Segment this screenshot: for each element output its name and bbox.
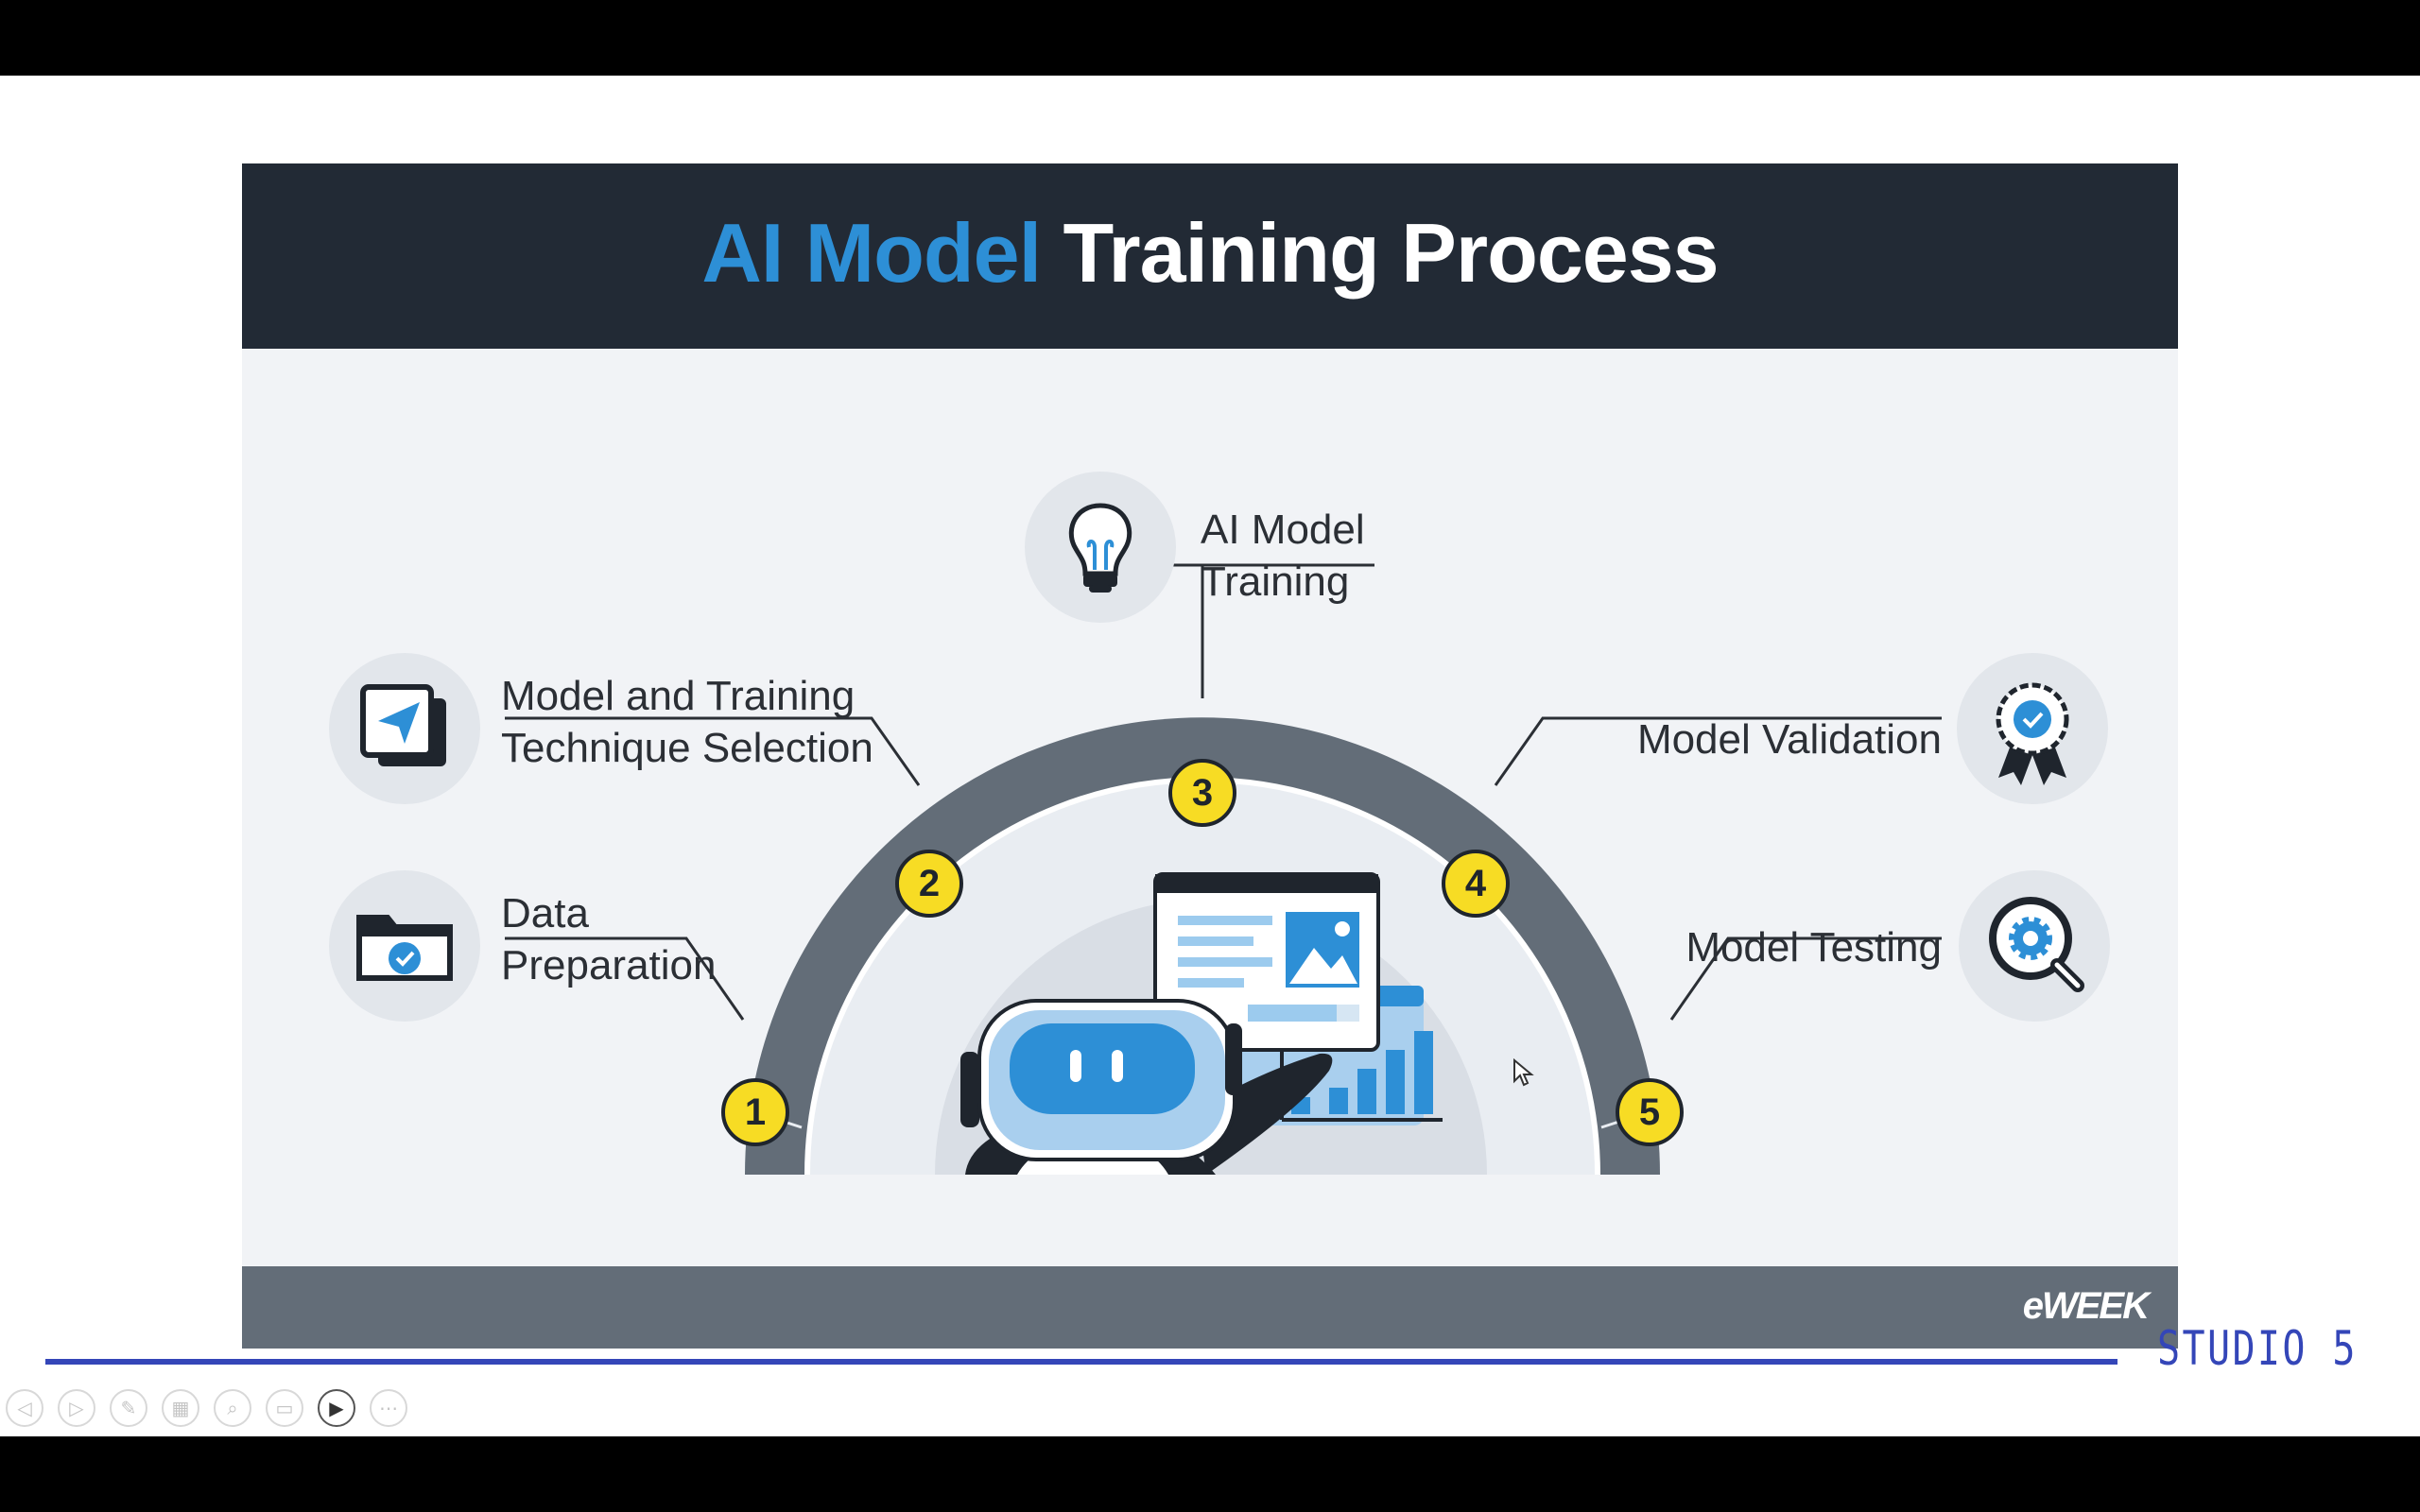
process-diagram: [505, 563, 1942, 1176]
award-badge-icon: [1957, 653, 2108, 804]
infographic-title: AI Model Training Process: [242, 201, 2178, 305]
chart-bars-icon: [1291, 1031, 1433, 1114]
eweek-logo: eWEEK: [2022, 1285, 2150, 1327]
infographic-header: AI Model Training Process: [242, 163, 2178, 349]
step-3-label-line2: Training: [1201, 558, 1350, 605]
send-cursor-icon: [329, 653, 480, 804]
connector-2: [505, 716, 921, 786]
step-5-label: Model Testing: [1685, 921, 1942, 973]
next-slide-button[interactable]: ▷: [58, 1389, 95, 1427]
previous-slide-button[interactable]: ◁: [6, 1389, 43, 1427]
lightbulb-icon: [1025, 472, 1176, 623]
pen-tool-button[interactable]: ✎: [110, 1389, 147, 1427]
step-1-label-line2: Preparation: [501, 942, 717, 988]
studio-branding: STUDIO 5: [2157, 1321, 2358, 1376]
step-1-label-line1: Data: [501, 890, 589, 936]
title-accent: AI Model: [701, 206, 1042, 300]
mouse-pointer-icon: [1513, 1058, 1534, 1087]
camera-button[interactable]: ▶: [318, 1389, 355, 1427]
zoom-button[interactable]: ⌕: [214, 1389, 251, 1427]
infographic-footer: eWEEK: [242, 1266, 2178, 1349]
robot-visor: [1010, 1023, 1195, 1114]
slide-canvas: AI Model Training Process: [0, 76, 2420, 1436]
step-4-label: Model Validation: [1637, 713, 1942, 765]
subtitles-button[interactable]: ▭: [266, 1389, 303, 1427]
step-1-number-badge: 1: [721, 1078, 789, 1146]
step-4-label-line1: Model Validation: [1636, 716, 1942, 763]
title-rest: Training Process: [1063, 206, 1719, 300]
robot-head: [960, 1052, 979, 1127]
infographic: AI Model Training Process: [242, 163, 2178, 1349]
step-5-number-badge: 5: [1616, 1078, 1684, 1146]
dashboard-illustration: [960, 872, 1443, 1175]
more-options-button[interactable]: ⋯: [370, 1389, 407, 1427]
slideshow-toolbar: ◁ ▷ ✎ ▦ ⌕ ▭ ▶ ⋯: [6, 1389, 407, 1429]
step-2-label-line2: Technique Selection: [501, 725, 873, 771]
step-3-number-badge: 3: [1168, 759, 1236, 827]
slide-sorter-button[interactable]: ▦: [162, 1389, 199, 1427]
connector-5: [1669, 936, 1942, 1021]
step-5-label-line1: Model Testing: [1685, 924, 1942, 971]
robot-mascot: [960, 999, 1333, 1175]
connector-1: [505, 936, 745, 1021]
folder-check-icon: [329, 870, 480, 1022]
step-2-label-line1: Model and Training: [501, 673, 856, 719]
step-3-label-line1: AI Model: [1201, 507, 1365, 553]
step-4-number-badge: 4: [1442, 850, 1510, 918]
slide-footer-rule: [45, 1359, 2118, 1365]
step-2-number-badge: 2: [895, 850, 963, 918]
connector-lines: [505, 563, 1942, 1021]
gear-magnifier-icon: [1959, 870, 2110, 1022]
connector-4: [1494, 716, 1942, 786]
